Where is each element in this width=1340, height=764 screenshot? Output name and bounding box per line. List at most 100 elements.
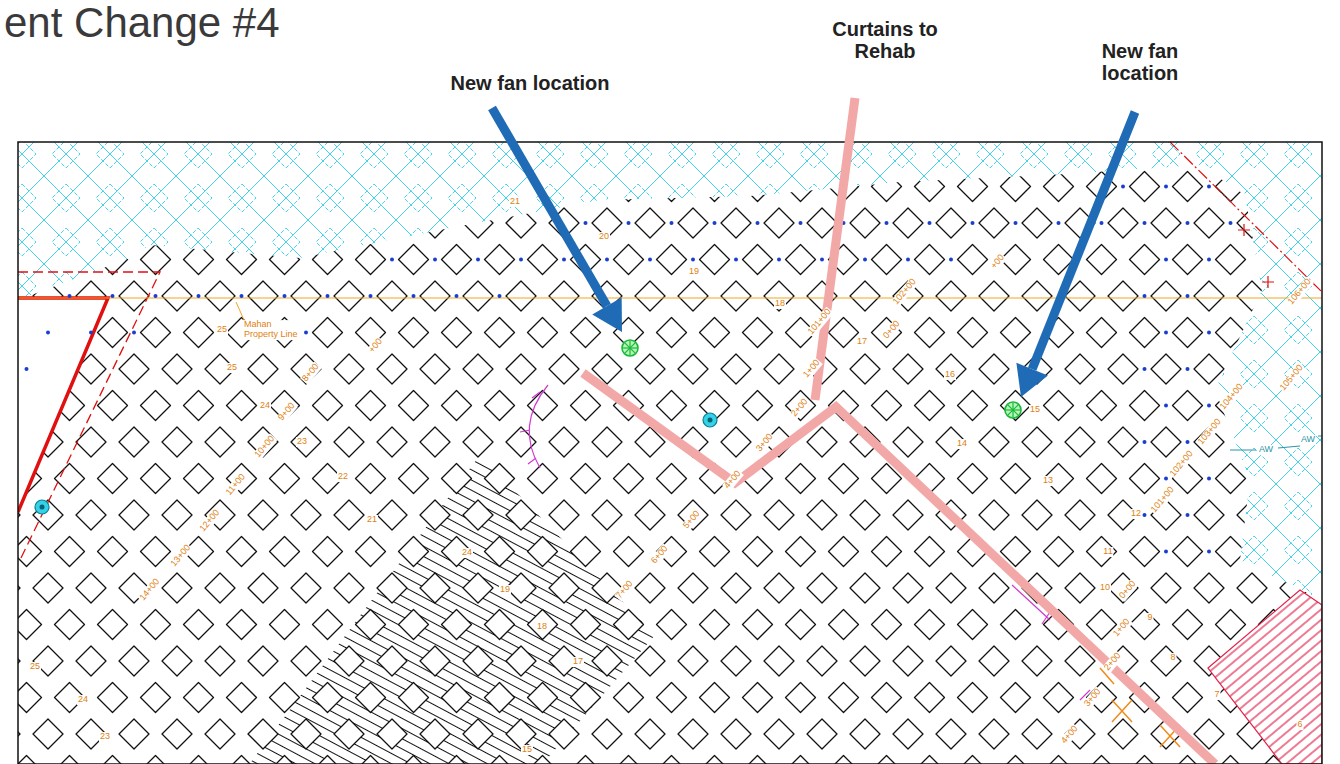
pillar <box>915 245 945 275</box>
pillar <box>786 464 816 494</box>
map-label: 18 <box>774 299 786 309</box>
map-label: 19 <box>688 267 700 277</box>
pillar <box>1087 391 1117 421</box>
pillar <box>829 318 859 348</box>
pillar <box>205 646 235 676</box>
pillar <box>549 281 579 311</box>
survey-dot <box>476 258 480 262</box>
pillar <box>571 318 601 348</box>
pillar <box>721 500 751 530</box>
pillar <box>334 719 364 749</box>
pillar <box>721 354 751 384</box>
pillar <box>893 354 923 384</box>
pillar <box>1173 391 1203 421</box>
pillar <box>420 646 450 676</box>
hatched-zone <box>230 455 655 764</box>
pillar <box>1280 142 1310 165</box>
map-label: 21 <box>509 197 521 207</box>
pillar <box>893 142 923 165</box>
pillar <box>1065 500 1095 530</box>
pillar <box>55 464 85 494</box>
pillar <box>1001 172 1031 202</box>
pillar <box>915 683 945 713</box>
pillar <box>356 610 386 640</box>
map-label: 102+00 <box>891 276 919 307</box>
pillar <box>1237 142 1267 165</box>
pillar <box>33 142 63 165</box>
survey-dot <box>455 294 459 298</box>
map-label: 6 <box>1296 720 1303 730</box>
pillar <box>334 354 364 384</box>
pillar <box>1216 318 1246 348</box>
pillar <box>850 646 880 676</box>
pillar <box>850 142 880 165</box>
pillar <box>657 464 687 494</box>
pillar <box>743 683 773 713</box>
map-label: 20 <box>598 232 610 242</box>
pillar <box>1108 719 1138 749</box>
map-label: 22 <box>337 472 349 482</box>
survey-dot <box>734 258 738 262</box>
pillar <box>1130 610 1160 640</box>
pillar <box>872 172 902 202</box>
pillar <box>657 683 687 713</box>
pillar <box>270 172 300 202</box>
map-label: 3+00 <box>1082 686 1104 709</box>
map-label: 106+00 <box>1286 276 1314 307</box>
pillar <box>377 208 407 238</box>
pillar <box>807 500 837 530</box>
pillar <box>764 500 794 530</box>
pillar <box>678 646 708 676</box>
pillar <box>1001 756 1031 764</box>
pillar <box>55 537 85 567</box>
map-label: 4+00 <box>722 468 744 491</box>
pillar <box>700 756 730 764</box>
pillar <box>119 354 149 384</box>
pillar <box>1237 500 1267 530</box>
pillar <box>936 646 966 676</box>
pillar <box>635 500 665 530</box>
pillar <box>1194 281 1224 311</box>
map-label: 7+00 <box>614 578 636 601</box>
pillar <box>1130 245 1160 275</box>
curtain-mark <box>520 385 548 468</box>
pillar <box>485 318 515 348</box>
pillar <box>979 354 1009 384</box>
pillar <box>119 500 149 530</box>
map-label: 17 <box>572 657 584 667</box>
pillar <box>1302 464 1323 494</box>
survey-dot <box>756 221 760 225</box>
pillar <box>76 573 106 603</box>
survey-dot <box>1121 185 1125 189</box>
pillar <box>1130 537 1160 567</box>
map-label: 101+00 <box>806 306 834 337</box>
pillar <box>1173 610 1203 640</box>
map-label: 5+00 <box>681 508 703 531</box>
pillar <box>958 318 988 348</box>
boundary-line <box>18 298 108 512</box>
pillar <box>1173 172 1203 202</box>
pillar <box>420 573 450 603</box>
pillar <box>162 573 192 603</box>
pillar <box>592 646 622 676</box>
pillar <box>334 500 364 530</box>
pillar <box>721 142 751 165</box>
pillar <box>291 573 321 603</box>
pillar <box>1194 208 1224 238</box>
survey-dot <box>820 258 824 262</box>
water-line <box>1230 436 1322 450</box>
map-label: 7 <box>1213 690 1220 700</box>
pillar <box>958 245 988 275</box>
pillar <box>1173 537 1203 567</box>
pillar <box>743 610 773 640</box>
pillar <box>1087 464 1117 494</box>
lease-line <box>1170 142 1322 292</box>
pillar <box>1216 610 1246 640</box>
pillar <box>506 500 536 530</box>
pillar <box>248 142 278 165</box>
pillar <box>829 464 859 494</box>
pillar <box>1065 354 1095 384</box>
pillar <box>1130 318 1160 348</box>
pillar <box>1151 354 1181 384</box>
pillar <box>915 318 945 348</box>
